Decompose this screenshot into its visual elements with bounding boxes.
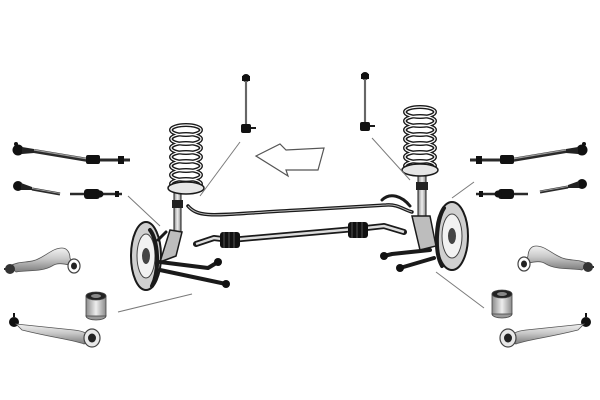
wheel-hub-right (435, 201, 469, 271)
stabilizer-link-right (358, 70, 377, 133)
stabilizer-link-left (239, 72, 258, 135)
coil-spring-left (167, 123, 205, 195)
control-arm-upper-left (3, 247, 81, 275)
coil-spring-right (401, 105, 439, 177)
strut-right (411, 169, 437, 251)
wheel-hub-left (130, 221, 162, 291)
tie-rod-end-right (538, 177, 589, 194)
control-arm-upper-right (517, 245, 595, 273)
bushing-right (491, 289, 513, 319)
inner-tie-rod-left (68, 187, 124, 201)
tie-rod-end-left (11, 179, 62, 196)
tie-rod-right (468, 140, 590, 166)
control-arm-lower-right (499, 312, 592, 348)
rack-boot-right (348, 222, 368, 238)
strut-left (156, 185, 183, 264)
tie-rod-left (10, 140, 132, 166)
bushing-left (85, 291, 107, 321)
inner-tie-rod-right (474, 187, 530, 201)
suspension-assembly (130, 169, 469, 291)
direction-arrow-icon (254, 143, 325, 178)
rack-boot-left (220, 232, 240, 248)
leader-lines (117, 137, 485, 313)
control-arm-lower-left (8, 312, 101, 348)
